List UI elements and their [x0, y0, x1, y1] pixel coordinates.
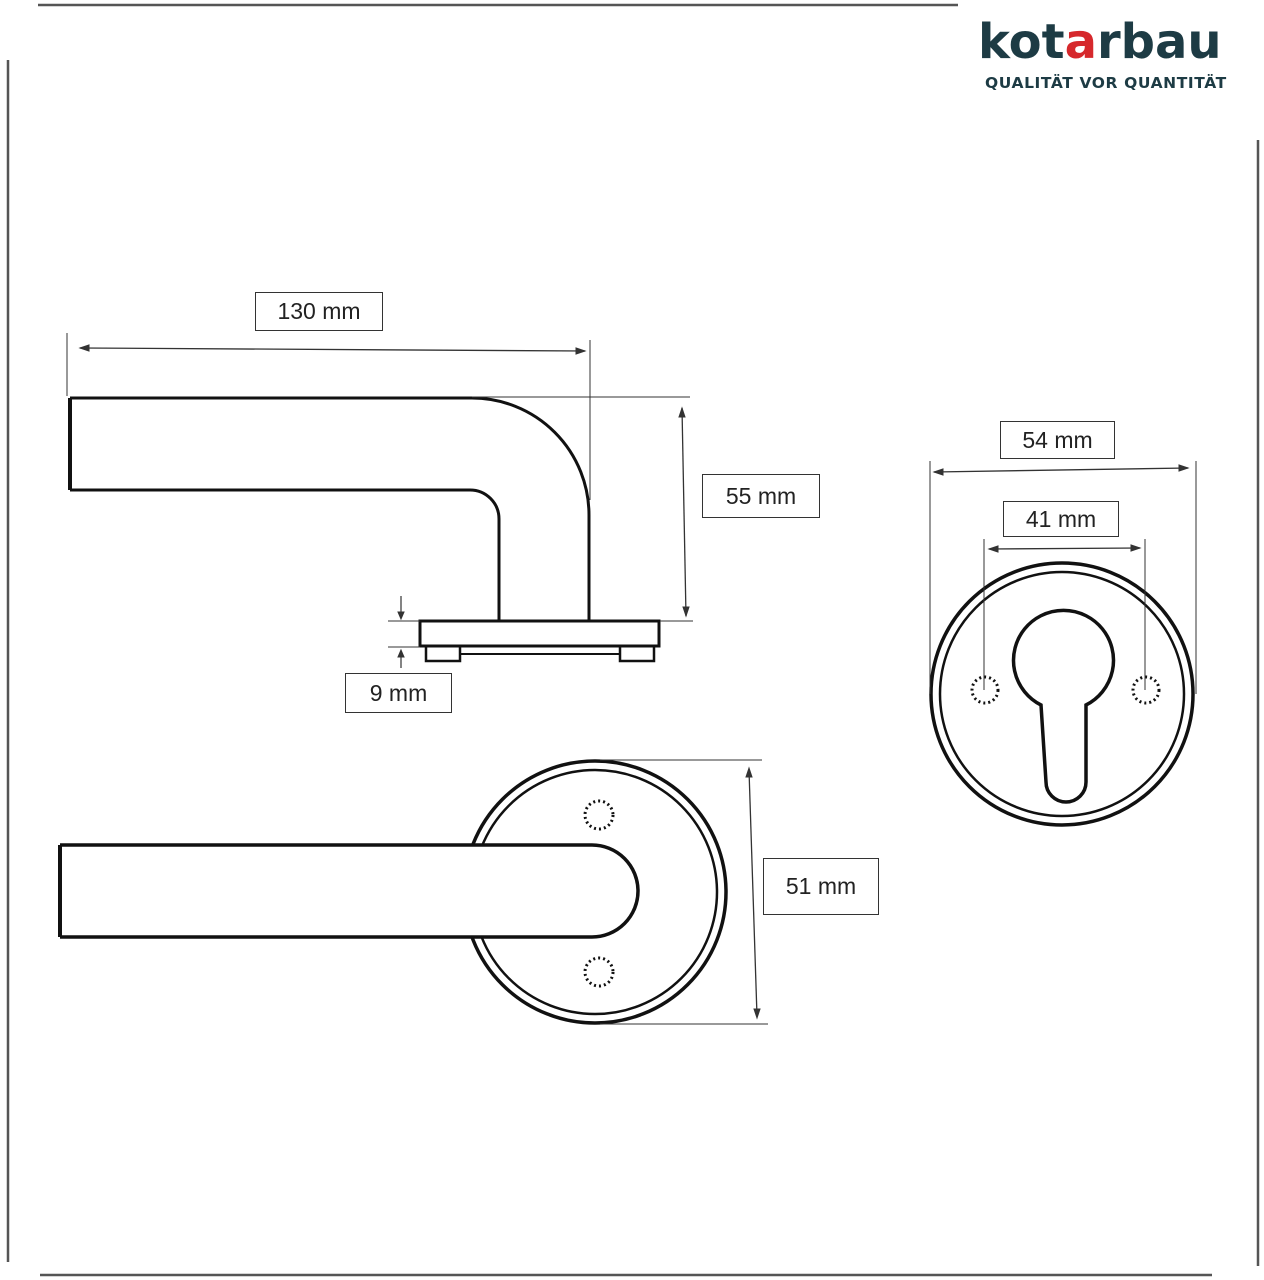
- key-rosette-front-view: [929, 561, 1195, 827]
- frame: [6, 3, 1260, 1277]
- label-key-rosette-diameter: 54 mm: [1000, 421, 1115, 459]
- dim-screw-spacing: [983, 539, 1146, 690]
- dim-handle-height: [472, 396, 693, 622]
- brand-word-start: kot: [978, 14, 1065, 70]
- label-handle-height: 55 mm: [702, 474, 820, 518]
- brand-word-accent: a: [1064, 14, 1097, 70]
- label-rosette-diameter: 51 mm: [763, 858, 879, 915]
- dim-key-rosette-diameter: [929, 461, 1197, 694]
- handle-side-view: [68, 396, 661, 663]
- label-rosette-thickness: 9 mm: [345, 673, 452, 713]
- brand-logo: kotarbau QUALITÄT VOR QUANTITÄT: [978, 14, 1258, 92]
- dim-rosette-diameter: [600, 759, 768, 1025]
- brand-word-end: rbau: [1096, 14, 1222, 70]
- brand-tagline: QUALITÄT VOR QUANTITÄT: [985, 74, 1227, 92]
- label-handle-length: 130 mm: [255, 292, 383, 331]
- brand-wordmark: kotarbau: [978, 14, 1258, 70]
- dim-rosette-thickness: [388, 596, 420, 668]
- dim-handle-length: [66, 333, 591, 500]
- handle-front-view: [58, 759, 728, 1025]
- label-screw-spacing: 41 mm: [1003, 501, 1119, 537]
